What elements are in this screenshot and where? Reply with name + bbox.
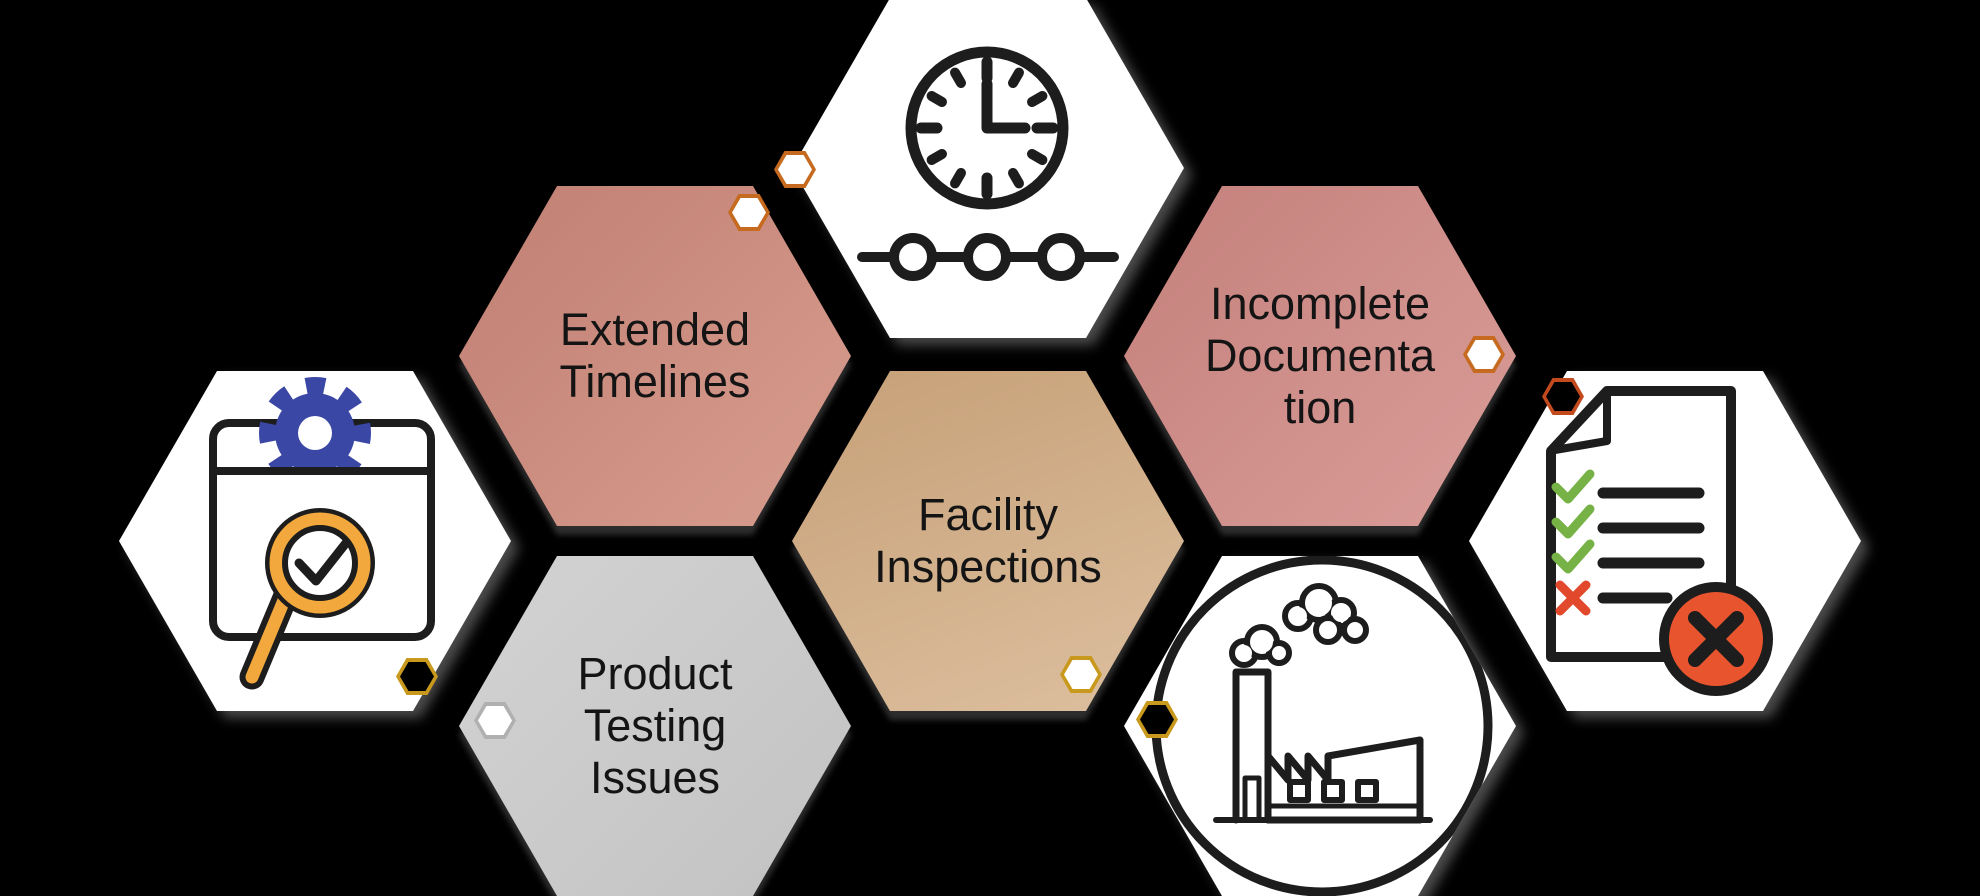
hex-facility-inspections: Facility Inspections [792,371,1184,711]
hex-label-incomplete-documentation: Incomplete Documenta tion [1204,278,1436,433]
accent-hex-facility-bottom-right [1060,656,1102,693]
gear-magnifier-check-icon [209,377,435,690]
hex-extended-timelines: Extended Timelines [459,186,851,526]
hex-clock-timeline [792,0,1184,338]
factory-icon [1151,556,1493,896]
document-checklist-error-icon [1546,386,1773,696]
hex-document-errors [1469,371,1861,711]
hex-product-testing-issues-shape: Product Testing Issues [459,556,851,896]
hex-inspection-tools-shape [119,371,511,711]
hex-factory-shape [1124,556,1516,896]
hex-incomplete-documentation: Incomplete Documenta tion [1124,186,1516,526]
hex-incomplete-documentation-shape: Incomplete Documenta tion [1124,186,1516,526]
hex-label-facility-inspections: Facility Inspections [874,489,1102,592]
hex-label-extended-timelines: Extended Timelines [559,304,751,407]
hex-factory [1124,556,1516,896]
accent-hex-inspection-bottom-right [396,658,438,695]
hex-inspection-tools [119,371,511,711]
smoke-cloud-small [1229,624,1292,668]
hex-document-errors-shape [1469,371,1861,711]
accent-hex-extended-top-right [728,194,770,231]
smoke-cloud-large [1282,583,1369,645]
accent-hex-facility-factory-gap [1136,701,1178,738]
accent-hex-product-left [474,702,516,739]
hex-product-testing-issues: Product Testing Issues [459,556,851,896]
clock-timeline-icon [857,46,1119,281]
accent-hex-clock-left [774,151,816,188]
hex-label-product-testing-issues: Product Testing Issues [577,648,733,803]
